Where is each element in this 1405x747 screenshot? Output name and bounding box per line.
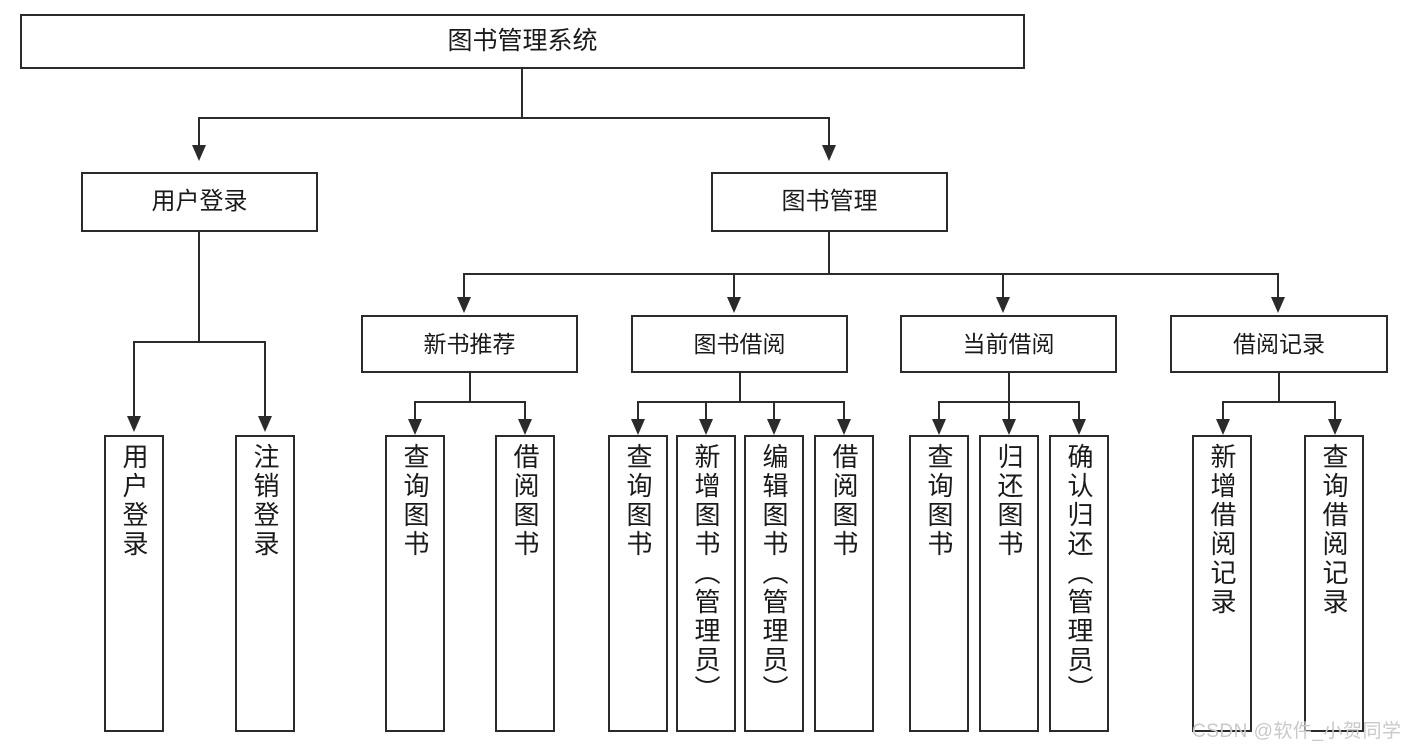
arrowhead-leaf-query-record <box>1328 419 1342 435</box>
leaf-label: 查询借阅记录 <box>1319 443 1349 617</box>
leaf-label: 新增借阅记录 <box>1207 443 1237 617</box>
connector-book-borrow-drop-3 <box>773 401 775 420</box>
leaf-label: 查询图书 <box>623 443 653 559</box>
leaf-label: 新增图书（管理员） <box>691 443 721 704</box>
leaf-label: 归还图书 <box>994 443 1024 559</box>
leaf-add-book[interactable]: 新增图书（管理员） <box>676 435 736 732</box>
connector-book-borrow-drop-1 <box>637 401 639 420</box>
arrowhead-leaf-query-book-1 <box>408 419 422 435</box>
connector-borrow-record-drop-2 <box>1334 401 1336 420</box>
leaf-confirm-return[interactable]: 确认归还（管理员） <box>1049 435 1109 732</box>
connector-borrow-record-bus <box>1222 401 1336 403</box>
arrowhead-leaf-edit-book <box>767 419 781 435</box>
connector-book-manage-drop-3 <box>1002 273 1004 298</box>
connector-root-to-user-login <box>198 117 200 146</box>
leaf-label: 查询图书 <box>400 443 430 559</box>
leaf-label: 查询图书 <box>924 443 954 559</box>
leaf-label: 编辑图书（管理员） <box>759 443 789 704</box>
connector-user-login-drop-2 <box>264 341 266 417</box>
connector-user-login-drop-1 <box>133 341 135 417</box>
connector-user-login-bus <box>133 341 266 343</box>
leaf-label: 借阅图书 <box>510 443 540 559</box>
leaf-label: 借阅图书 <box>829 443 859 559</box>
arrowhead-leaf-logout <box>258 416 272 432</box>
leaf-borrow-book-recommend[interactable]: 借阅图书 <box>495 435 555 732</box>
arrowhead-leaf-confirm-return <box>1072 419 1086 435</box>
arrowhead-leaf-user-login <box>127 416 141 432</box>
arrowhead-leaf-borrow-book-1 <box>518 419 532 435</box>
connector-current-borrow-drop-1 <box>938 401 940 420</box>
connector-book-borrow-stem <box>739 373 741 402</box>
connector-book-manage-bus <box>463 273 1279 275</box>
connector-new-book-drop-2 <box>524 401 526 420</box>
connector-book-manage-stem <box>828 232 830 274</box>
arrowhead-borrow-record <box>1271 297 1285 313</box>
connector-new-book-drop-1 <box>414 401 416 420</box>
connector-book-manage-drop-1 <box>463 273 465 298</box>
arrowhead-leaf-add-record <box>1216 419 1230 435</box>
connector-current-borrow-stem <box>1008 373 1010 402</box>
arrowhead-current-borrow <box>996 297 1010 313</box>
leaf-borrow-book[interactable]: 借阅图书 <box>814 435 874 732</box>
connector-borrow-record-stem <box>1278 373 1280 402</box>
leaf-label: 确认归还（管理员） <box>1064 443 1094 704</box>
leaf-edit-book[interactable]: 编辑图书（管理员） <box>744 435 804 732</box>
leaf-return-book[interactable]: 归还图书 <box>979 435 1039 732</box>
connector-book-borrow-bus <box>637 401 845 403</box>
node-label: 新书推荐 <box>423 330 516 357</box>
arrowhead-user-login <box>192 145 206 161</box>
connector-book-manage-drop-2 <box>733 273 735 298</box>
connector-borrow-record-drop-1 <box>1222 401 1224 420</box>
node-user-login[interactable]: 用户登录 <box>81 172 318 232</box>
node-label: 用户登录 <box>151 188 248 216</box>
watermark-text: CSDN @软件_小贺同学 <box>1192 721 1402 742</box>
node-root-system[interactable]: 图书管理系统 <box>20 14 1025 69</box>
arrowhead-leaf-add-book <box>699 419 713 435</box>
node-label: 当前借阅 <box>962 330 1055 357</box>
node-book-borrow[interactable]: 图书借阅 <box>631 315 848 373</box>
connector-user-login-stem <box>198 232 200 342</box>
node-label: 借阅记录 <box>1233 330 1325 357</box>
arrowhead-leaf-query-book-3 <box>932 419 946 435</box>
leaf-query-borrow-record[interactable]: 查询借阅记录 <box>1304 435 1364 732</box>
connector-new-book-bus <box>414 401 526 403</box>
leaf-query-book-borrow[interactable]: 查询图书 <box>608 435 668 732</box>
leaf-add-borrow-record[interactable]: 新增借阅记录 <box>1192 435 1252 732</box>
node-label: 图书管理系统 <box>447 27 598 56</box>
node-current-borrow[interactable]: 当前借阅 <box>900 315 1117 373</box>
arrowhead-book-borrow <box>727 297 741 313</box>
node-new-book-recommend[interactable]: 新书推荐 <box>361 315 578 373</box>
connector-root-stem <box>521 69 523 118</box>
connector-root-bus <box>198 117 830 119</box>
arrowhead-leaf-return-book <box>1002 419 1016 435</box>
connector-book-borrow-drop-2 <box>705 401 707 420</box>
leaf-label: 注销登录 <box>250 443 280 559</box>
leaf-query-book-current[interactable]: 查询图书 <box>909 435 969 732</box>
connector-book-borrow-drop-4 <box>843 401 845 420</box>
connector-current-borrow-drop-3 <box>1078 401 1080 420</box>
connector-book-manage-drop-4 <box>1277 273 1279 298</box>
arrowhead-book-manage <box>822 145 836 161</box>
connector-new-book-stem <box>469 373 471 402</box>
leaf-user-login[interactable]: 用户登录 <box>104 435 164 732</box>
arrowhead-new-book-recommend <box>457 297 471 313</box>
node-label: 图书管理 <box>781 188 878 216</box>
connector-root-to-book-manage <box>828 117 830 146</box>
arrowhead-leaf-borrow-book-2 <box>837 419 851 435</box>
node-label: 图书借阅 <box>693 330 786 357</box>
csdn-watermark: CSDN @软件_小贺同学 <box>1192 716 1401 743</box>
arrowhead-leaf-query-book-2 <box>631 419 645 435</box>
node-borrow-record[interactable]: 借阅记录 <box>1170 315 1388 373</box>
node-book-manage[interactable]: 图书管理 <box>711 172 948 232</box>
leaf-logout[interactable]: 注销登录 <box>235 435 295 732</box>
connector-current-borrow-drop-2 <box>1008 401 1010 420</box>
leaf-label: 用户登录 <box>119 443 149 559</box>
leaf-query-book-recommend[interactable]: 查询图书 <box>385 435 445 732</box>
